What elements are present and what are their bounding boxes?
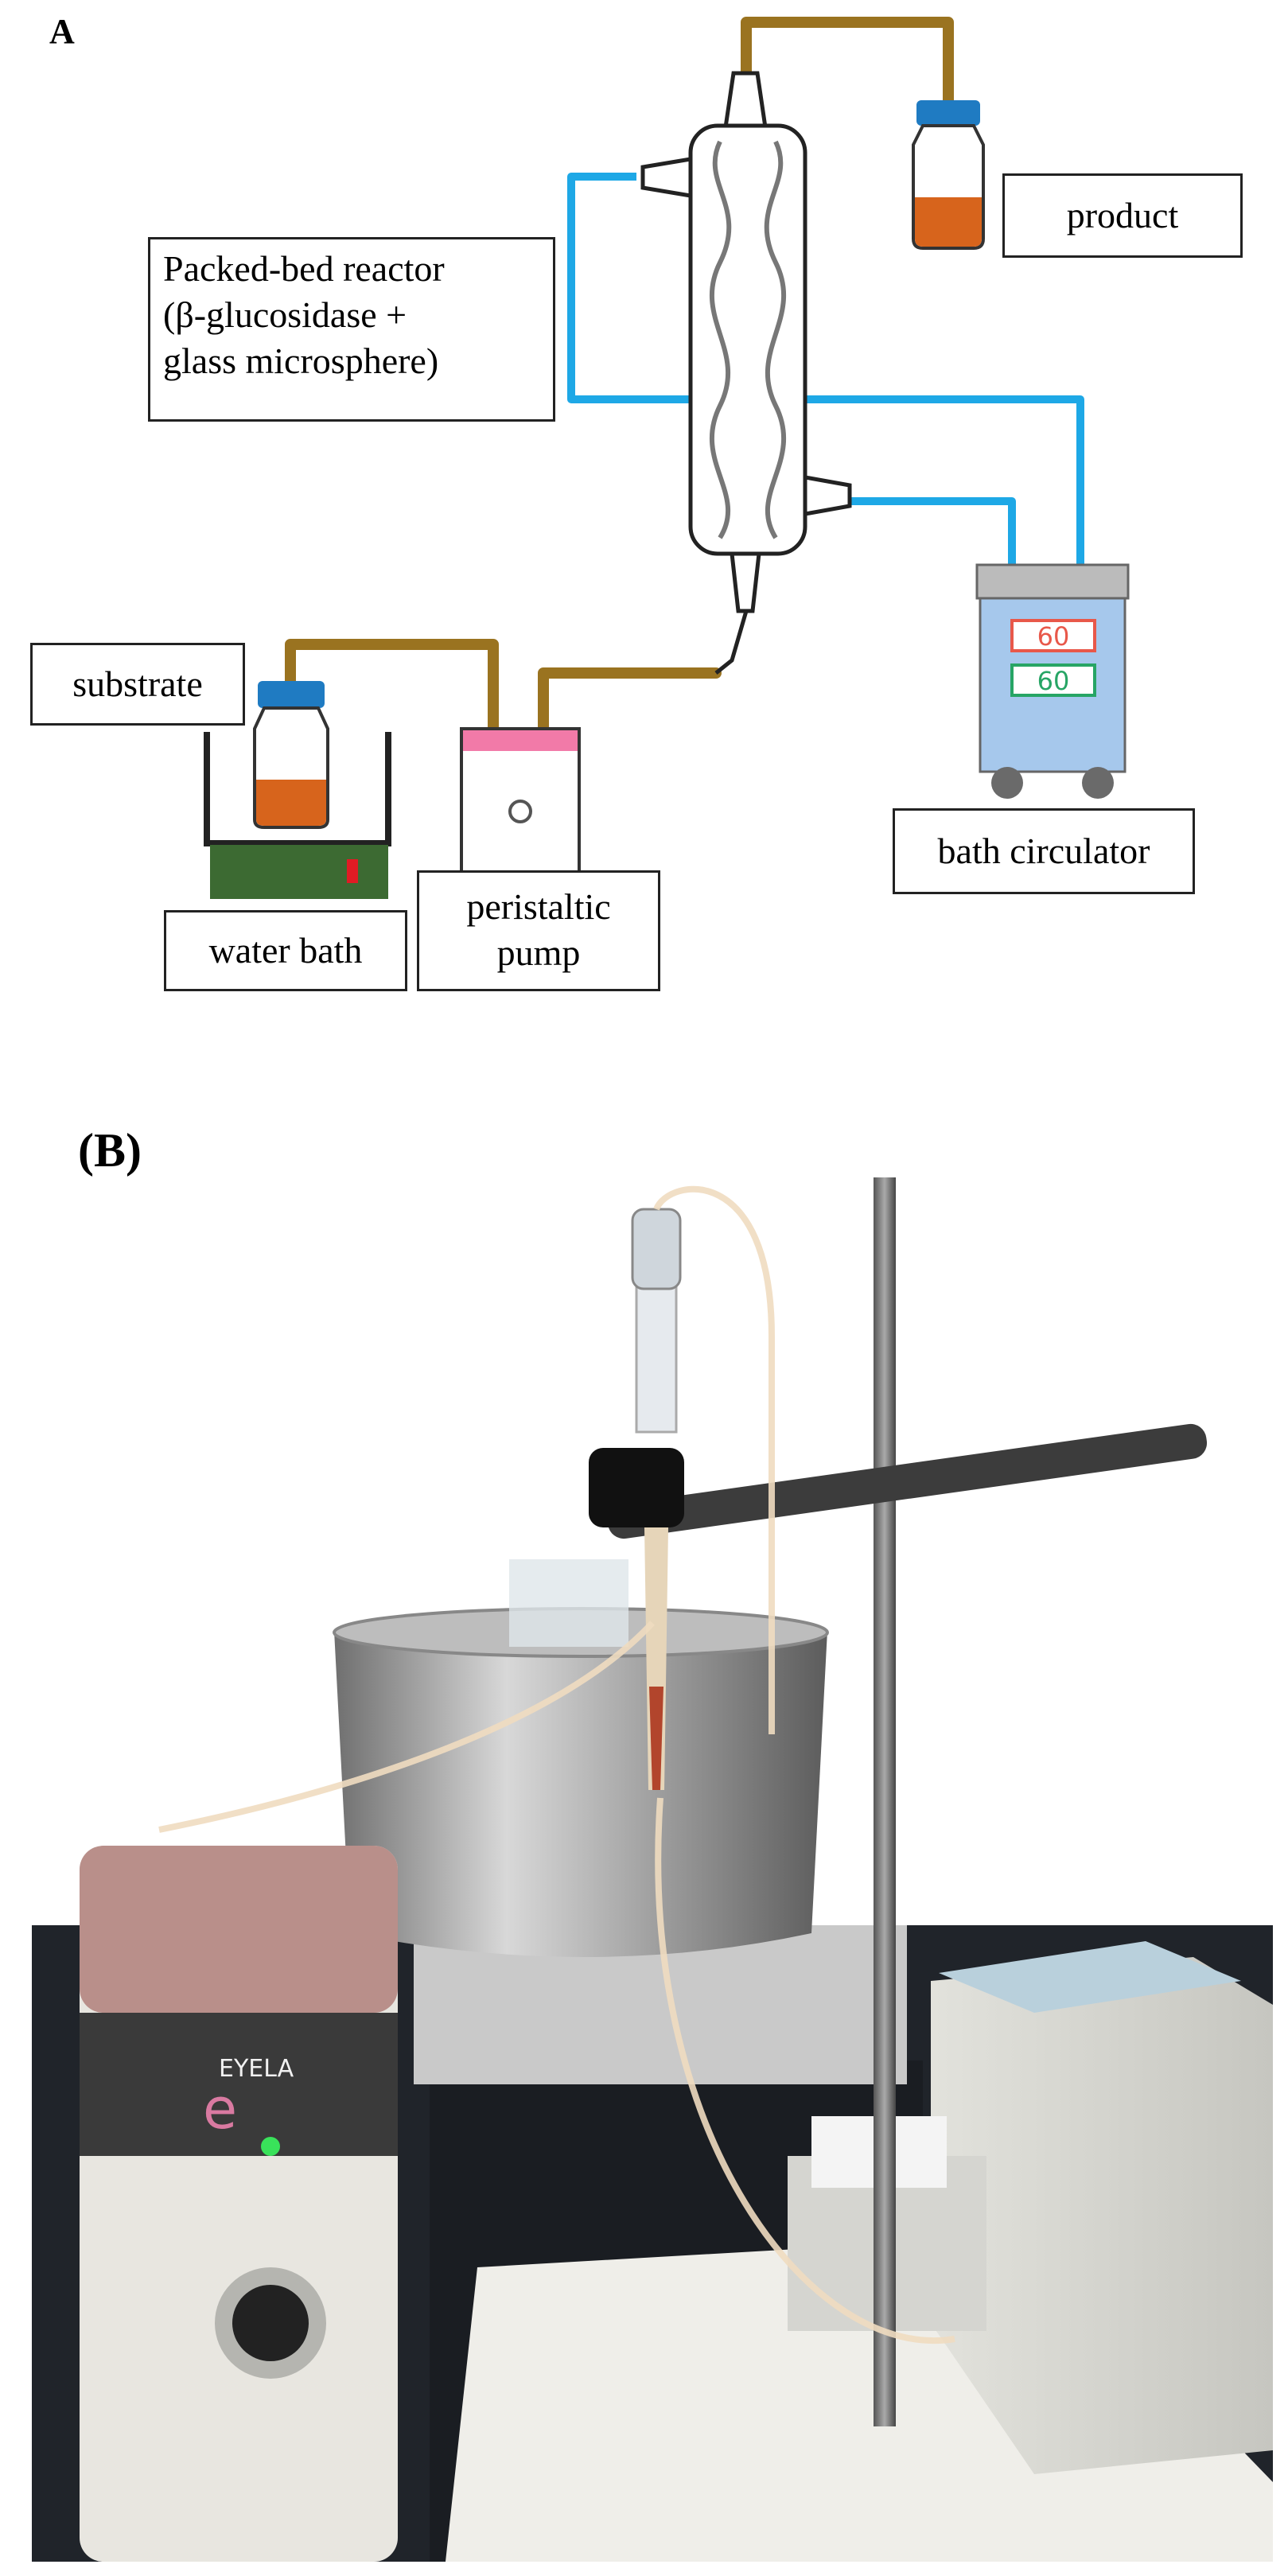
reactor-label-line-3: glass microsphere) [163,340,439,381]
circulator-display-top: 60 [1037,621,1070,652]
setup-photo: EYELA e [32,1177,1273,2562]
pump-label-line-2: pump [496,932,581,973]
power-indicator [261,2137,280,2156]
reactor-label: Packed-bed reactor (β-glucosidase + glas… [148,237,555,422]
substrate-label: substrate [30,643,245,726]
steel-pot [334,1631,827,1957]
peristaltic-pump [460,727,581,874]
packed-bed-reactor [640,71,852,675]
product-bottle [912,100,985,250]
photo-reactor-top [635,1279,678,1434]
product-label: product [1002,173,1243,258]
tube-substrate-to-pump [285,639,499,736]
reactor-label-line-2: (β-glucosidase + [163,294,407,335]
panel-a-label: A [49,12,75,51]
tube-reactor-to-product [741,17,954,107]
panel-b-label: (B) [78,1124,142,1177]
circulator-label: bath circulator [893,808,1195,894]
water-bath-label: water bath [164,910,407,991]
setup-schematic: 60 60 [204,17,1130,899]
pump-label-line-1: peristaltic [466,886,611,927]
eyela-water-bath: EYELA e [80,1846,398,2562]
tube-circulator-in [843,497,1016,566]
device-brand-text: EYELA [219,2055,294,2083]
clamp-jaws [589,1448,684,1527]
pump-label: peristaltic pump [417,870,660,991]
device-logo-text: e [203,2076,237,2142]
support-rod [874,1177,896,2426]
clamp-arm [607,1423,1208,1539]
reactor-label-line-1: Packed-bed reactor [163,248,445,289]
tube-pump-to-reactor [538,667,722,736]
photo-tubing [158,1185,955,2344]
tube-circulator-out [567,173,1084,566]
circulator-display-bottom: 60 [1037,666,1070,696]
substrate-bottle [253,681,329,829]
reactor-packing [709,140,787,539]
beaker [509,1559,628,1647]
bath-circulator: 60 60 [975,563,1130,799]
bath-indicator-light [347,859,358,883]
water-bath [204,732,391,899]
